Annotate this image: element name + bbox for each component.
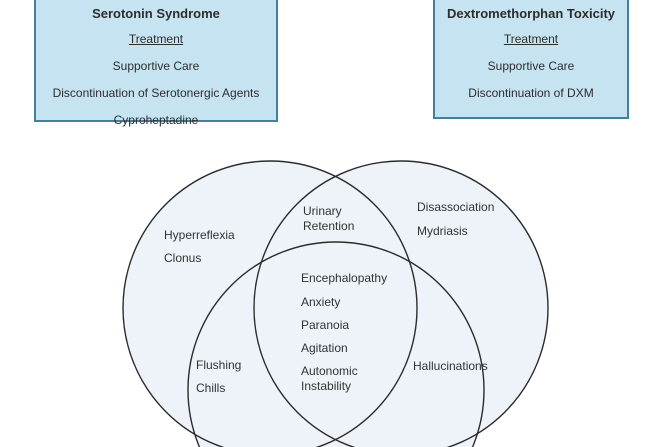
serotonin-treatment-box: Serotonin Syndrome Treatment Supportive …: [34, 0, 278, 127]
dxm-box-subtitle: Treatment: [503, 32, 559, 46]
venn-circle-bottom-outline: [187, 241, 485, 447]
venn-label-urinary-retention: Urinary Retention: [303, 204, 355, 233]
venn-circle-right-outline: [253, 160, 549, 447]
dxm-box-title: Dextromethorphan Toxicity: [446, 6, 616, 21]
venn-label-anxiety: Anxiety: [301, 295, 341, 309]
venn-label-encephalopathy: Encephalopathy: [301, 271, 388, 285]
venn-circle-left-outline: [122, 160, 418, 447]
serotonin-box-title: Serotonin Syndrome: [92, 6, 220, 21]
dxm-box-item: Discontinuation of DXM: [468, 86, 594, 100]
venn-label-flushing: Flushing: [196, 358, 242, 372]
venn-label-autonomic-instability: Autonomic Instability: [301, 364, 358, 393]
venn-label-agitation: Agitation: [301, 341, 348, 355]
venn-label-mydriasis: Mydriasis: [417, 224, 468, 238]
venn-label-disassociation: Disassociation: [417, 200, 495, 214]
dxm-treatment-box: Dextromethorphan Toxicity Treatment Supp…: [433, 0, 629, 119]
venn-circle-bottom-fill: [188, 242, 484, 447]
venn-label-chills: Chills: [196, 381, 226, 395]
serotonin-box-item: Discontinuation of Serotonergic Agents: [52, 86, 260, 100]
serotonin-box-item: Cyproheptadine: [113, 113, 199, 127]
serotonin-box-subtitle: Treatment: [128, 32, 184, 46]
venn-label-hallucinations: Hallucinations: [413, 359, 488, 373]
venn-label-hyperreflexia: Hyperreflexia: [164, 228, 235, 242]
dxm-box-item: Supportive Care: [487, 59, 575, 73]
venn-label-clonus: Clonus: [164, 251, 202, 265]
serotonin-box-item: Supportive Care: [112, 59, 200, 73]
venn-label-paranoia: Paranoia: [301, 318, 350, 332]
